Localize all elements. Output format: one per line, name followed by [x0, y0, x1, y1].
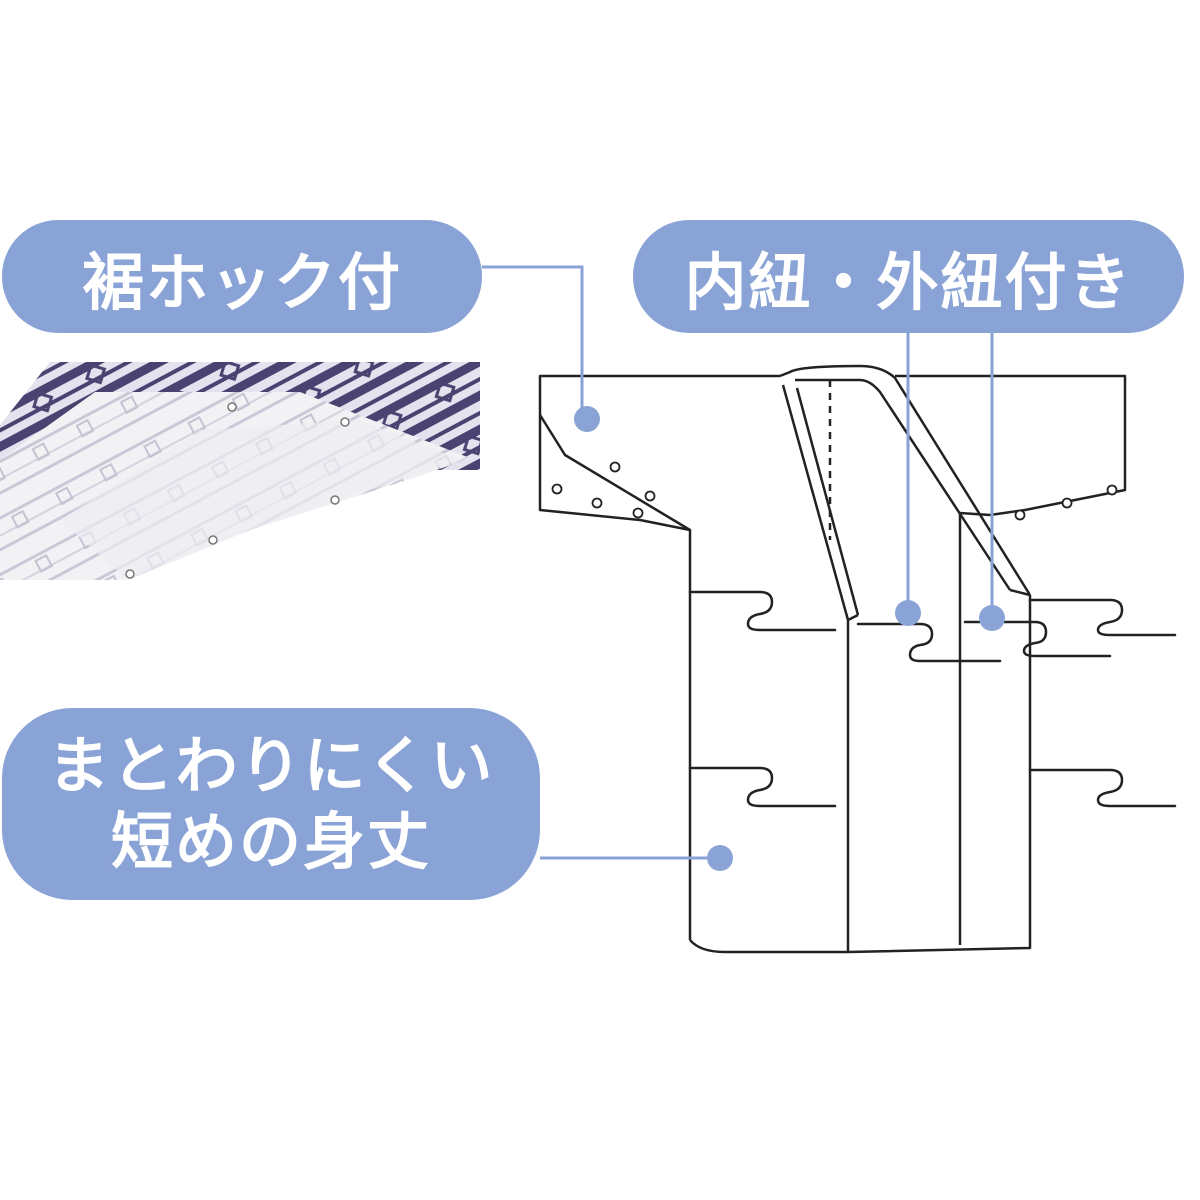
hook-dots — [551, 461, 1118, 521]
callout-leaders — [482, 265, 994, 860]
ties-callout: 内紐・外紐付き — [633, 220, 1184, 333]
callout-dots — [574, 406, 1005, 871]
kimono-ties — [688, 590, 1177, 808]
short-length-callout: まとわりにくい 短めの身丈 — [2, 708, 540, 900]
kimono-hem-fabric-photo — [0, 362, 480, 580]
short-length-line2: 短めの身丈 — [110, 805, 431, 878]
short-length-line1: まとわりにくい — [47, 729, 495, 802]
kimono-outline-diagram — [538, 364, 1127, 954]
hem-hook-callout: 裾ホック付 — [2, 220, 482, 333]
